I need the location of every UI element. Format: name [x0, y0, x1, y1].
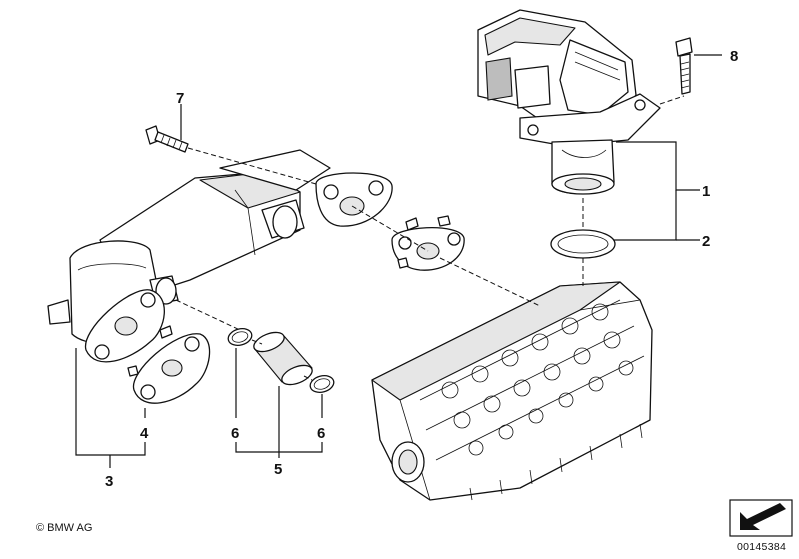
callout-8: 8 — [730, 48, 738, 65]
callout-3: 3 — [105, 473, 113, 490]
callout-7: 7 — [176, 90, 184, 107]
document-number: 00145384 — [737, 541, 787, 553]
o-ring-right — [309, 375, 335, 393]
egr-cooler-bolt — [145, 125, 189, 153]
copyright-text: © BMW AG — [36, 522, 93, 534]
callout-1: 1 — [702, 183, 710, 200]
direction-arrow-icon — [729, 499, 793, 537]
callout-leaders — [75, 54, 722, 468]
callout-6-left: 6 — [231, 425, 239, 442]
egr-valve-bolt — [675, 37, 693, 95]
egr-cooler — [47, 149, 393, 363]
callout-6-right: 6 — [317, 425, 325, 442]
cylinder-head — [371, 281, 653, 501]
o-ring-left — [227, 328, 253, 346]
egr-valve — [477, 9, 661, 195]
lower-flange-gasket — [127, 325, 211, 404]
callout-5: 5 — [274, 461, 282, 478]
egr-valve-gasket — [550, 229, 616, 259]
connecting-sleeve — [253, 331, 313, 386]
callout-4: 4 — [140, 425, 149, 442]
callout-2: 2 — [702, 233, 710, 250]
assembly-lines — [175, 95, 685, 381]
upper-flange-gasket — [391, 215, 465, 271]
